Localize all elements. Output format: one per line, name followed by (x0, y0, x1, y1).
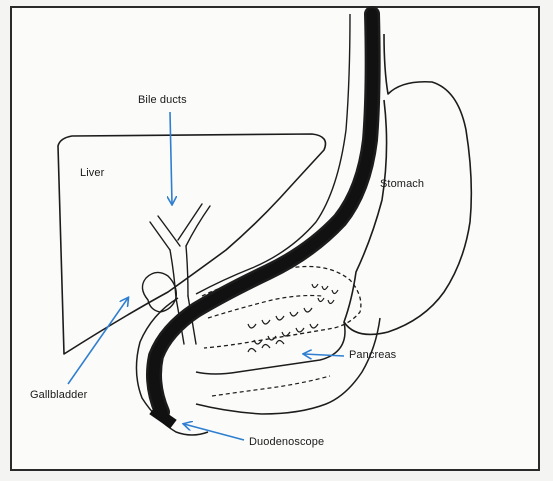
gallbladder-outline (142, 272, 176, 312)
pancreatic-lobules (248, 284, 338, 352)
pancreas-label: Pancreas (349, 349, 396, 361)
pancreas-arrow (304, 354, 344, 356)
duodenoscope-label: Duodenoscope (249, 436, 324, 448)
duodenoscope-arrow (184, 424, 244, 440)
gallbladder-arrow (68, 298, 128, 384)
stomach-label: Stomach (380, 178, 424, 190)
esophagus-left-wall (196, 14, 350, 294)
bile-ducts-label: Bile ducts (138, 94, 187, 106)
bile-ducts-arrow (170, 112, 172, 204)
pancreas-lower-dash (212, 376, 330, 396)
gallbladder-label: Gallbladder (30, 389, 87, 401)
duodenoscope-tube-inner (154, 14, 373, 412)
liver-label: Liver (80, 167, 104, 179)
duodenum-outer-lower (196, 318, 380, 414)
